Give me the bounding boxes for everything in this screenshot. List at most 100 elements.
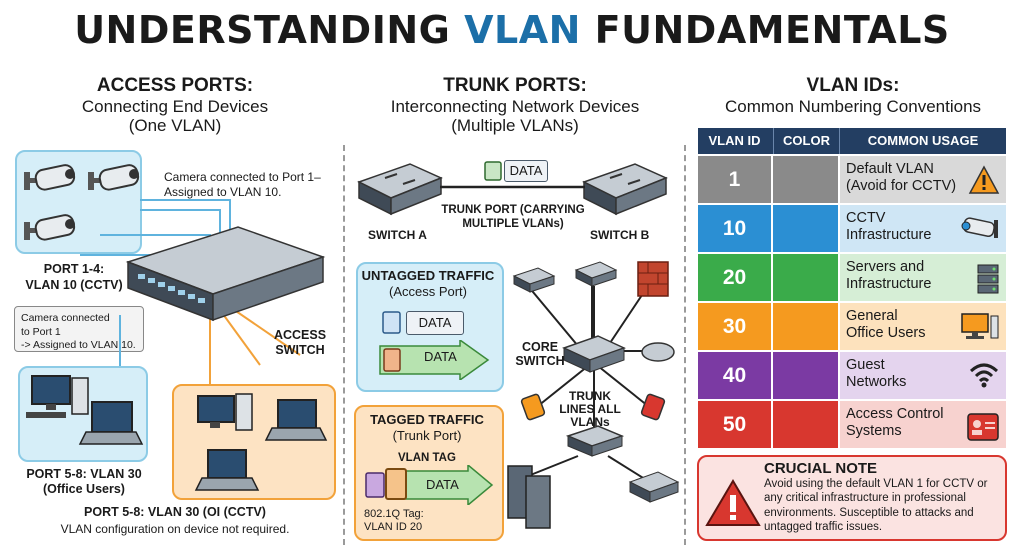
wifi-icon bbox=[969, 363, 999, 388]
usage-line-1: Servers and bbox=[846, 259, 925, 275]
crucial-note-text: Avoid using the default VLAN 1 for CCTV … bbox=[764, 478, 988, 534]
office-computers-icon bbox=[194, 393, 328, 491]
vlan-usage-cell: Servers and Infrastructure bbox=[840, 254, 1006, 301]
vlan-id-cell: 20 bbox=[698, 254, 771, 301]
vlan-tag-label: VLAN TAG bbox=[398, 452, 456, 464]
usage-line-2: (Avoid for CCTV) bbox=[846, 177, 957, 194]
untagged-data-pill: DATA bbox=[406, 311, 464, 335]
vlan-color-swatch bbox=[773, 401, 838, 448]
vlan-color-swatch bbox=[773, 352, 838, 399]
trunk-heading: TRUNK PORTS: bbox=[443, 75, 587, 96]
usage-line-2: Systems bbox=[846, 422, 902, 439]
switch-b-icon bbox=[582, 163, 668, 216]
office-computers-icon bbox=[26, 375, 144, 445]
switch-a-icon bbox=[357, 163, 443, 216]
warning-icon bbox=[705, 479, 761, 526]
vlan-id-cell: 40 bbox=[698, 352, 771, 399]
port-1-4-vlan: VLAN 10 (CCTV) bbox=[25, 277, 123, 292]
switch-b-label: SWITCH B bbox=[590, 228, 650, 242]
vlan-row-50: 50 Access Control Systems bbox=[698, 401, 1006, 448]
usage-line-1: General bbox=[846, 308, 898, 324]
port-5-8-title: PORT 5-8: VLAN 30 bbox=[26, 467, 142, 481]
trunk-port-label: TRUNK PORT (CARRYING MULTIPLE VLANs) bbox=[441, 204, 585, 230]
crucial-note-title: CRUCIAL NOTE bbox=[764, 460, 878, 477]
vlan-row-1: 1 Default VLAN (Avoid for CCTV) bbox=[698, 156, 1006, 203]
tagged-data-arrow bbox=[365, 465, 494, 505]
access-subheading-2: (One VLAN) bbox=[128, 116, 222, 136]
camera-icon bbox=[961, 217, 998, 238]
access-bottom-note: VLAN configuration on device not require… bbox=[60, 522, 290, 536]
col-color: COLOR bbox=[773, 128, 840, 154]
vlan-usage-cell: CCTV Infrastructure bbox=[840, 205, 1006, 252]
dot1q-tag-label: 802.1Q Tag: VLAN ID 20 bbox=[364, 508, 484, 534]
vlan-usage-cell: Default VLAN (Avoid for CCTV) bbox=[840, 156, 1006, 203]
untagged-arrow-label: DATA bbox=[424, 349, 457, 364]
file-icon bbox=[484, 161, 502, 181]
cctv-camera-icon bbox=[24, 164, 76, 191]
desktop-icon bbox=[961, 313, 999, 339]
usage-line-2: Office Users bbox=[846, 324, 926, 341]
vlan-color-swatch bbox=[773, 254, 838, 301]
tagged-title: TAGGED TRAFFIC bbox=[370, 412, 484, 427]
vlan-row-20: 20 Servers and Infrastructure bbox=[698, 254, 1006, 301]
trunk-lines-label: TRUNK LINES ALL VLANs bbox=[559, 389, 621, 430]
badge-icon bbox=[967, 413, 999, 441]
ids-heading-block: VLAN IDs: Common Numbering Conventions bbox=[690, 75, 1016, 116]
usage-line-2: Infrastructure bbox=[846, 275, 932, 292]
tagged-subtitle: (Trunk Port) bbox=[392, 428, 462, 443]
title-part-1: UNDERSTANDING bbox=[74, 8, 451, 52]
vlan-color-swatch bbox=[773, 205, 838, 252]
vlan-usage-cell: Access Control Systems bbox=[840, 401, 1006, 448]
server-icon bbox=[977, 264, 999, 294]
dot1q-line-1: 802.1Q Tag: bbox=[364, 508, 424, 520]
cctv-camera-icon bbox=[24, 214, 76, 241]
core-network-diagram bbox=[507, 261, 680, 529]
callout-line-1: Camera connected bbox=[21, 312, 110, 324]
trunk-data-pill: DATA bbox=[504, 160, 548, 182]
dot1q-line-2: VLAN ID 20 bbox=[364, 521, 423, 534]
usage-line-1: Guest bbox=[846, 357, 885, 373]
port-5-8-sub: (Office Users) bbox=[43, 482, 125, 496]
vlan-id-cell: 50 bbox=[698, 401, 771, 448]
trunk-heading-block: TRUNK PORTS: Interconnecting Network Dev… bbox=[350, 75, 680, 136]
vlan-usage-cell: General Office Users bbox=[840, 303, 1006, 350]
untagged-title: UNTAGGED TRAFFIC bbox=[361, 268, 495, 283]
access-subheading-1: Connecting End Devices bbox=[81, 96, 269, 116]
usage-line-1: Default VLAN bbox=[846, 161, 934, 177]
access-heading-block: ACCESS PORTS: Connecting End Devices (On… bbox=[10, 75, 340, 136]
access-switch-label: ACCESS SWITCH bbox=[273, 328, 327, 357]
ids-subheading: Common Numbering Conventions bbox=[724, 96, 982, 116]
camera-note: Camera connected to Port 1– Assigned to … bbox=[164, 170, 321, 199]
title-part-2: VLAN bbox=[464, 8, 581, 52]
col-common-usage: COMMON USAGE bbox=[867, 133, 979, 148]
callout-line-3: -> Assigned to VLAN 10. bbox=[21, 339, 136, 352]
vlan-id-cell: 1 bbox=[698, 156, 771, 203]
vlan-table-header: VLAN ID COLOR COMMON USAGE bbox=[698, 128, 1006, 154]
port-1-4-label: PORT 1-4: VLAN 10 (CCTV) bbox=[14, 262, 134, 293]
vlan-color-swatch bbox=[773, 303, 838, 350]
vlan-row-10: 10 CCTV Infrastructure bbox=[698, 205, 1006, 252]
access-switch-icon bbox=[125, 226, 326, 322]
usage-line-2: Infrastructure bbox=[846, 226, 932, 243]
access-heading: ACCESS PORTS: bbox=[96, 75, 254, 96]
usage-line-1: Access Control bbox=[846, 406, 944, 422]
trunk-subheading-1: Interconnecting Network Devices bbox=[390, 96, 640, 116]
page-title: UNDERSTANDING VLAN FUNDAMENTALS bbox=[0, 8, 1024, 52]
port-1-4-title: PORT 1-4: bbox=[43, 262, 105, 276]
title-part-3: FUNDAMENTALS bbox=[594, 8, 950, 52]
vlan-id-cell: 30 bbox=[698, 303, 771, 350]
tagged-arrow-label: DATA bbox=[426, 477, 459, 492]
callout-line-2: to Port 1 bbox=[21, 325, 61, 338]
switch-a-label: SWITCH A bbox=[368, 228, 427, 242]
core-switch-label: CORE SWITCH bbox=[515, 340, 565, 369]
col-vlan-id: VLAN ID bbox=[708, 133, 761, 148]
untagged-data-arrow bbox=[379, 340, 490, 380]
vlan-id-cell: 10 bbox=[698, 205, 771, 252]
usage-line-2: Networks bbox=[846, 373, 907, 390]
vlan-row-30: 30 General Office Users bbox=[698, 303, 1006, 350]
usage-line-1: CCTV bbox=[846, 210, 886, 226]
file-icon bbox=[382, 311, 401, 334]
port-5-8-label: PORT 5-8: VLAN 30 (Office Users) bbox=[14, 467, 154, 497]
vlan-color-swatch bbox=[773, 156, 838, 203]
camera-callout: Camera connected to Port 1 -> Assigned t… bbox=[14, 306, 144, 352]
